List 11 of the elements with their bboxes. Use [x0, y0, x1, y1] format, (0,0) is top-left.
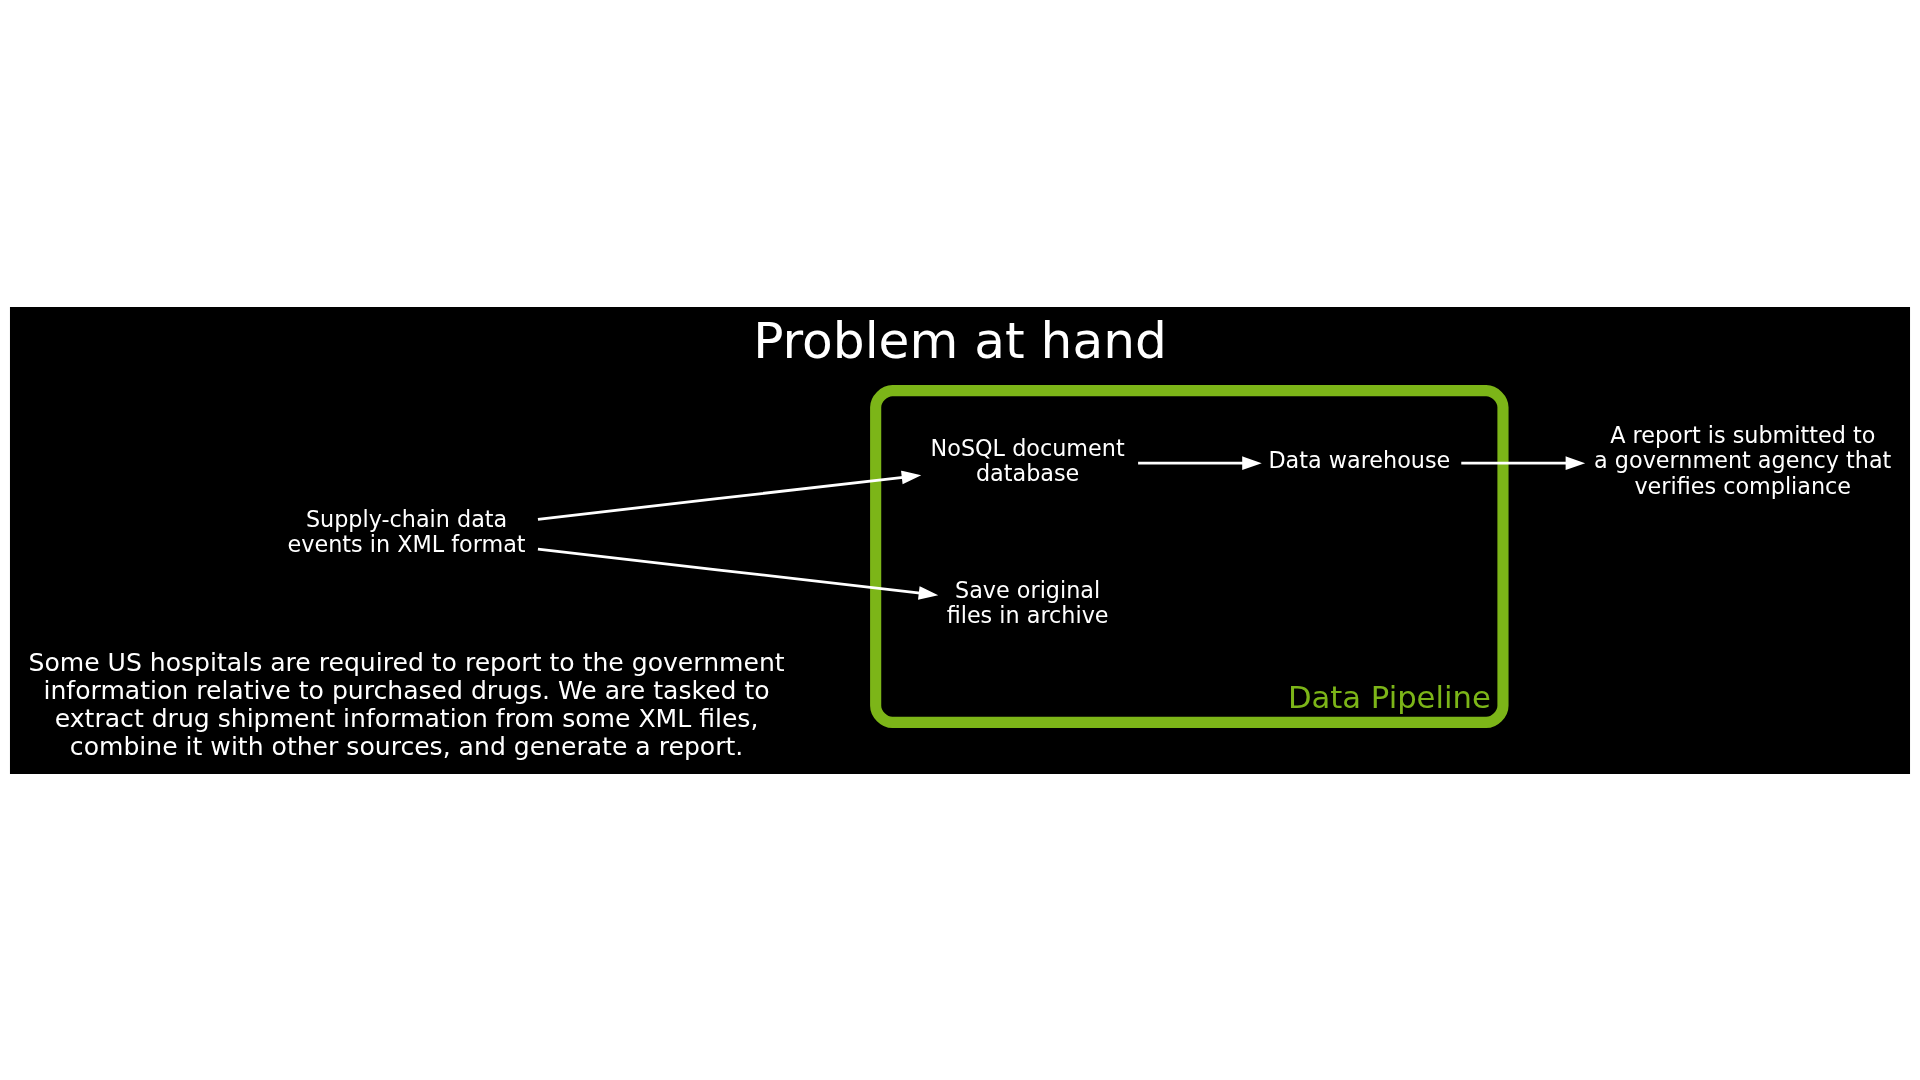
node-text: Supply-chain data events in XML format: [287, 505, 526, 557]
node-text: NoSQL document database: [930, 434, 1125, 486]
arrow: [1461, 455, 1586, 470]
diagram-title: Problem at hand: [753, 310, 1167, 370]
node-text: Save original files in archive: [946, 576, 1109, 628]
node-text: Data warehouse: [1268, 446, 1451, 473]
label: Some US hospitals are required to report to the government information relative to purchased drugs. We are tasked to extract drug shipment information from some XML files, combine it with other sources, and generate a report.: [28, 647, 785, 761]
arrow: [537, 470, 922, 521]
arrow: [1138, 455, 1262, 470]
arrow: [537, 547, 939, 600]
node-text: A report is submitted to a government agency that verifies compliance: [1594, 421, 1892, 499]
